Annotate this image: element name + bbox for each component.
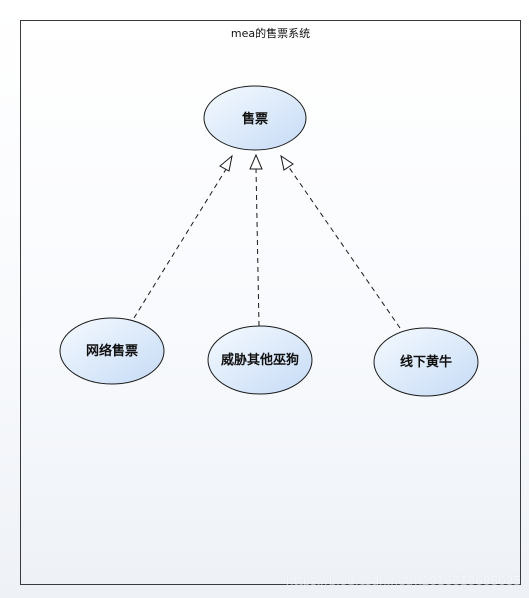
usecase-scalper-label: 线下黄牛 [400, 354, 452, 370]
arrowhead-online [219, 154, 233, 172]
diagram-title: mea的售票系统 [230, 27, 311, 40]
usecase-parent[interactable]: 售票 [203, 85, 307, 151]
usecase-threat-label: 威胁其他巫狗 [221, 352, 299, 368]
usecase-online-sales-label: 网络售票 [86, 343, 138, 359]
watermark: https://blog.csdn.net/h2016010608085 [285, 574, 521, 588]
usecase-online-sales[interactable]: 网络售票 [59, 317, 165, 385]
arrowhead-threat [249, 153, 263, 170]
generalization-line-threat [255, 167, 260, 327]
generalization-line-online [133, 165, 229, 319]
usecase-scalper[interactable]: 线下黄牛 [373, 327, 479, 397]
arrowhead-scalper [280, 154, 294, 171]
usecase-threat[interactable]: 威胁其他巫狗 [207, 325, 313, 395]
generalization-lines [133, 165, 401, 329]
arrowheads [219, 153, 294, 172]
generalization-line-scalper [287, 165, 401, 329]
usecase-parent-label: 售票 [242, 111, 268, 127]
